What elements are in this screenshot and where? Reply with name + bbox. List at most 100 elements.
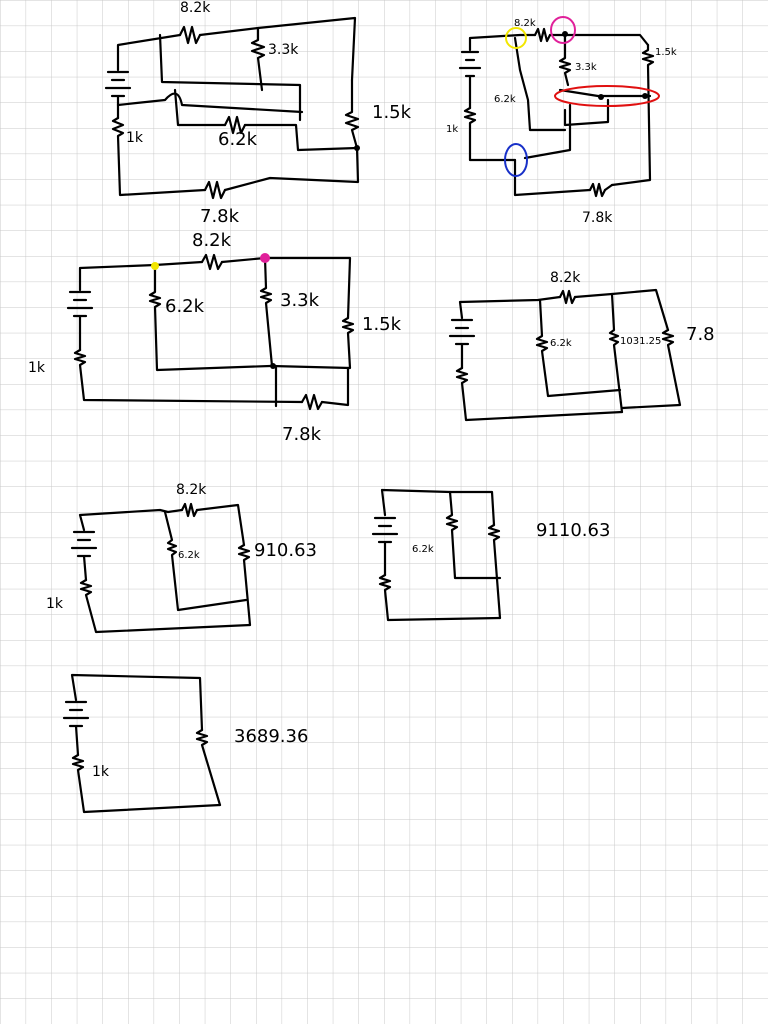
battery-icon bbox=[66, 290, 94, 352]
label-8-2k: 8.2k bbox=[514, 18, 536, 29]
wire bbox=[320, 366, 350, 407]
resistor-3-3k bbox=[558, 33, 572, 87]
resistor-1k bbox=[463, 106, 517, 162]
label-3-3k: 3.3k bbox=[268, 42, 299, 58]
wire bbox=[78, 508, 184, 532]
label-req-910-63: 910.63 bbox=[254, 540, 317, 561]
wire bbox=[198, 16, 357, 82]
circuit-diagram-4: 8.2k 6.2k 1031.25 7.8 bbox=[448, 270, 715, 422]
wire bbox=[513, 36, 567, 132]
resistor-1k bbox=[73, 348, 304, 404]
resistor-7-8k bbox=[203, 180, 227, 200]
junction-dot bbox=[270, 363, 276, 369]
wire bbox=[558, 88, 652, 98]
resistor-1k bbox=[71, 753, 222, 814]
resistor-8-2k bbox=[178, 25, 202, 45]
label-6-2k: 6.2k bbox=[165, 296, 205, 317]
label-1-5k: 1.5k bbox=[372, 102, 412, 123]
resistor-8-2k bbox=[533, 27, 552, 43]
resistor-8-2k bbox=[180, 502, 199, 518]
resistor-1k bbox=[455, 366, 624, 422]
circuit-diagram-5: 8.2k 6.2k 910.63 1k bbox=[46, 482, 317, 634]
resistor-6-2k bbox=[148, 263, 272, 372]
wire bbox=[173, 88, 227, 127]
junction-dot bbox=[642, 93, 648, 99]
wire bbox=[223, 146, 360, 192]
blue-highlight-circle bbox=[504, 143, 528, 177]
resistor-8-2k bbox=[558, 289, 577, 305]
resistor-6-2k bbox=[223, 115, 247, 135]
junction-dot bbox=[598, 94, 604, 100]
magenta-node-marker bbox=[260, 253, 270, 263]
label-6-2k: 6.2k bbox=[550, 338, 572, 349]
battery-icon bbox=[448, 318, 476, 370]
wire bbox=[513, 158, 592, 197]
label-req-9110-63: 9110.63 bbox=[536, 520, 610, 541]
wire bbox=[220, 256, 352, 320]
wire bbox=[195, 503, 246, 547]
battery-icon bbox=[70, 530, 98, 582]
label-1k: 1k bbox=[446, 124, 458, 135]
label-8-2k: 8.2k bbox=[550, 270, 581, 286]
wire bbox=[563, 98, 610, 127]
battery-icon bbox=[458, 50, 482, 110]
circuit-diagram-7: 3689.36 1k bbox=[62, 673, 308, 814]
label-6-2k: 6.2k bbox=[494, 94, 516, 105]
label-1-5k: 1.5k bbox=[362, 314, 402, 335]
label-6-2k: 6.2k bbox=[178, 550, 200, 561]
label-7-8k: 7.8k bbox=[582, 210, 613, 226]
label-1k: 1k bbox=[126, 130, 144, 146]
resistor-6-2k bbox=[163, 510, 248, 612]
resistor-6-2k bbox=[535, 298, 622, 398]
wire bbox=[548, 33, 650, 47]
resistor bbox=[378, 573, 502, 622]
label-7-8: 7.8 bbox=[686, 324, 715, 345]
resistor-1-5k bbox=[270, 316, 355, 370]
label-7-8k: 7.8k bbox=[282, 424, 322, 445]
wire bbox=[603, 183, 614, 192]
label-3-3k: 3.3k bbox=[575, 62, 597, 73]
wire bbox=[243, 123, 359, 152]
label-6-2k: 6.2k bbox=[412, 544, 434, 555]
label-8-2k: 8.2k bbox=[176, 482, 207, 498]
circuit-diagram-3: 8.2k 6.2k 3.3k 1.5k 1k 7.8k bbox=[28, 230, 402, 445]
battery-icon bbox=[371, 516, 399, 577]
circuit-diagram-6: 6.2k 9110.63 bbox=[371, 488, 610, 622]
red-highlight-loop bbox=[554, 85, 660, 107]
label-req-1031-25: 1031.25 bbox=[620, 336, 661, 347]
req-resistor-9110-63 bbox=[487, 523, 502, 620]
req-resistor-3689-36 bbox=[195, 728, 222, 807]
resistor-7-8k bbox=[588, 182, 607, 198]
label-8-2k: 8.2k bbox=[180, 0, 211, 16]
wire bbox=[158, 33, 302, 122]
req-resistor-7-8 bbox=[620, 328, 682, 410]
battery-icon bbox=[62, 700, 90, 757]
resistor-3-3k bbox=[259, 256, 274, 368]
resistor-1-5k bbox=[610, 43, 655, 187]
req-resistor-1031-25 bbox=[608, 292, 624, 414]
wire bbox=[468, 33, 537, 52]
label-1-5k: 1.5k bbox=[655, 47, 677, 58]
yellow-node-marker bbox=[151, 262, 159, 270]
wire bbox=[458, 295, 562, 320]
resistor-3-3k bbox=[250, 26, 266, 92]
label-1k: 1k bbox=[92, 764, 110, 780]
wire bbox=[78, 260, 204, 292]
magenta-highlight-circle bbox=[550, 16, 576, 44]
resistor-8-2k bbox=[200, 253, 224, 271]
label-8-2k: 8.2k bbox=[192, 230, 232, 251]
resistor-1k bbox=[111, 116, 207, 197]
wire bbox=[523, 103, 572, 160]
wire bbox=[573, 288, 670, 332]
label-1k: 1k bbox=[28, 360, 46, 376]
circuit-diagram-1: 8.2k 3.3k 1.5k 6.2k 1k 7.8k bbox=[104, 0, 412, 227]
resistor-7-8k bbox=[300, 393, 324, 411]
resistor-1k bbox=[79, 578, 252, 634]
label-7-8k: 7.8k bbox=[200, 206, 240, 227]
circuit-diagram-2: 8.2k 3.3k 1.5k 6.2k 1k 7.8k bbox=[446, 16, 677, 226]
label-1k: 1k bbox=[46, 596, 64, 612]
req-resistor-910-63 bbox=[237, 543, 252, 627]
yellow-highlight-circle bbox=[505, 27, 527, 49]
label-6-2k: 6.2k bbox=[218, 129, 258, 150]
